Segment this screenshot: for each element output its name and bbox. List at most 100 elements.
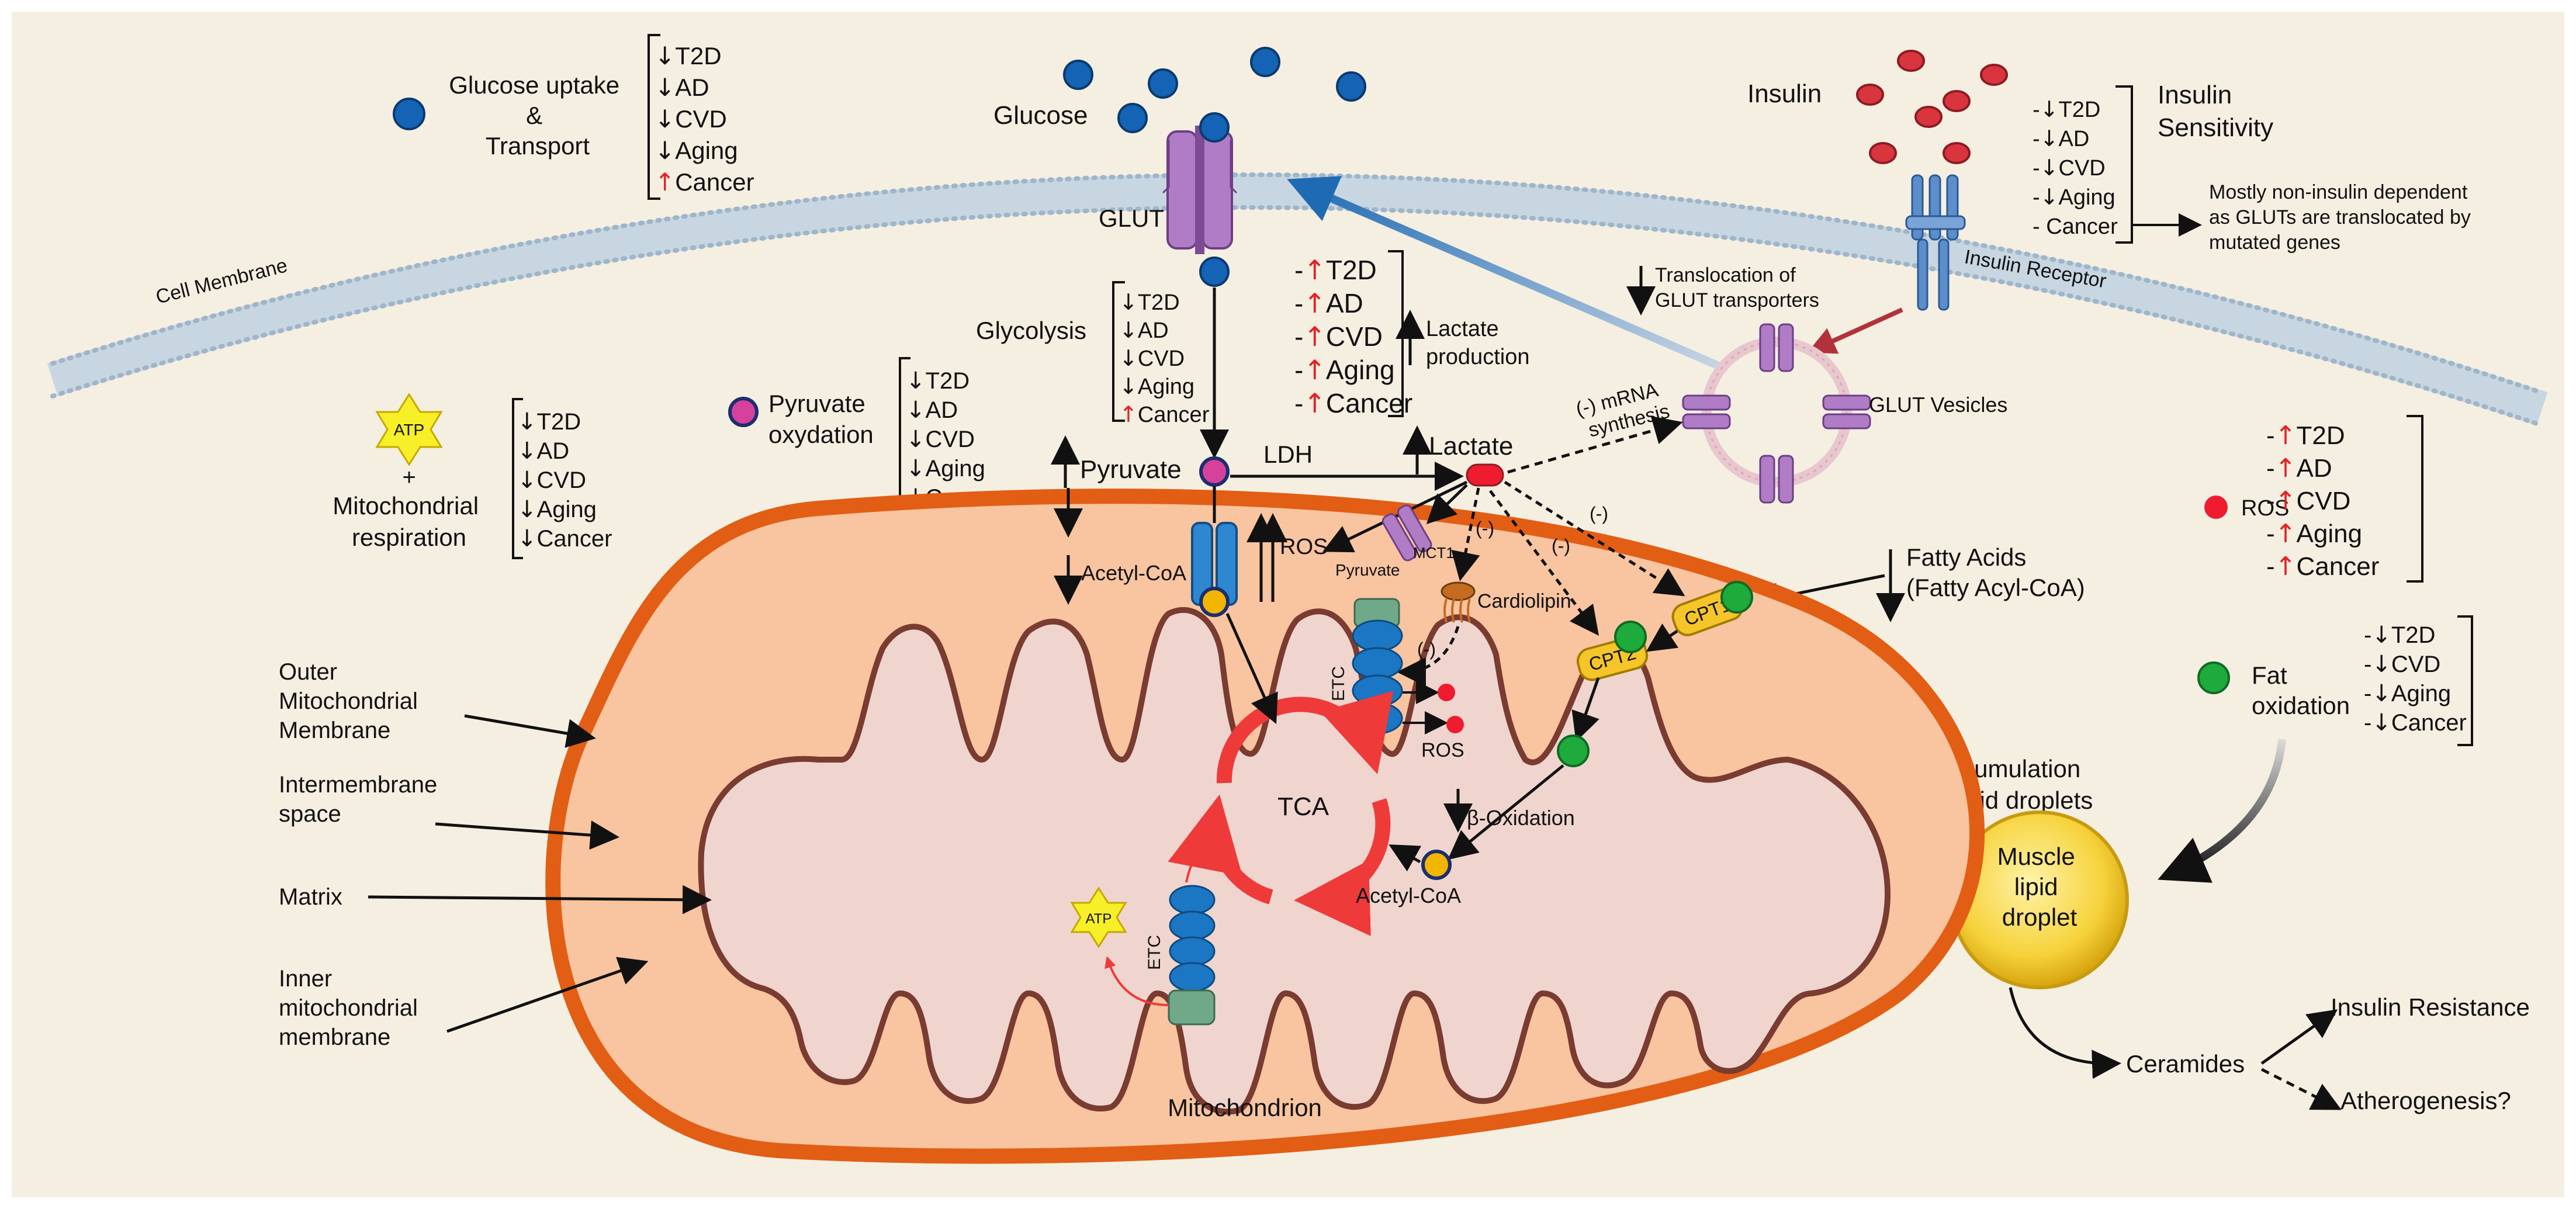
condition-label: AD <box>1326 288 1363 318</box>
lactate-to-cpt1-arrow <box>1504 480 1685 597</box>
cardiolipin-label: Cardiolipin <box>1477 590 1571 612</box>
condition-item: -↑Cancer <box>1294 387 1412 419</box>
condition-item: -↑CVD <box>1294 321 1383 352</box>
down-arrow-icon: ↓ <box>517 525 537 552</box>
inner-membrane-pointer <box>446 957 649 1033</box>
condition-item: -↓CVD <box>2364 651 2440 678</box>
lactate-production-label: Lactate production <box>1426 317 1529 369</box>
condition-label: Aging <box>675 137 738 164</box>
condition-label: T2D <box>537 409 581 435</box>
condition-item: ↓AD <box>517 438 569 465</box>
lactate-to-cardiolipin-arrow <box>1451 487 1480 581</box>
condition-label: Cancer <box>2391 710 2467 736</box>
condition-item: ↓CVD <box>517 467 586 494</box>
condition-label: AD <box>2059 127 2090 151</box>
mct1-transporter-icon <box>1382 504 1432 562</box>
down-arrow-icon: ↓ <box>1119 345 1138 371</box>
condition-item: ↓T2D <box>655 41 722 70</box>
acetyl-coa-2-icon <box>1421 850 1452 880</box>
fat-oxidation-label: Fat oxidation <box>2252 661 2350 719</box>
insulin-sensitivity-bracket-icon <box>2115 85 2133 244</box>
ros-icon <box>2204 496 2228 519</box>
down-arrow-icon: ↓ <box>1119 317 1138 343</box>
ros-list: -↑T2D-↑AD-↑CVD-↑Aging-↑Cancer <box>2266 421 2379 581</box>
atp-label: ATP <box>394 421 424 439</box>
down-arrow-icon: ↓ <box>1119 289 1138 315</box>
atp-center-label: ATP <box>1086 911 1112 927</box>
condition-label: Cancer <box>2297 552 2380 581</box>
condition-label: CVD <box>1326 321 1383 352</box>
down-arrow-icon: ↓ <box>655 73 675 102</box>
down-arrow-icon: ↓ <box>906 426 926 453</box>
condition-label: Cancer <box>1138 403 1210 427</box>
condition-label: Aging <box>1326 355 1395 385</box>
glucose-uptake-list: ↓T2D↓AD↓CVD↓Aging↑Cancer <box>655 41 754 196</box>
glucose-molecules <box>1063 47 1366 133</box>
insulin-resistance-arrow <box>2260 1009 2338 1065</box>
condition-label: Cancer <box>675 168 754 196</box>
fat-oxidation-bracket-icon <box>2457 615 2473 746</box>
insulin-sensitivity-title: Insulin Sensitivity <box>2158 81 2273 142</box>
condition-label: Aging <box>926 456 985 481</box>
mitochondrion-label: Mitochondrion <box>1168 1094 1322 1121</box>
down-arrow-icon: ↓ <box>517 467 537 494</box>
fatty-acid-dot-icon <box>1720 581 1753 614</box>
condition-label: CVD <box>1138 347 1185 371</box>
pyruvate-label: Pyruvate <box>1080 455 1182 484</box>
condition-item: -↓Cancer <box>2364 709 2467 736</box>
fat-icon <box>2197 661 2230 694</box>
acetyl-coa-to-tca-arrow <box>1225 612 1278 725</box>
mitochondrial-respiration-list: ↓T2D↓AD↓CVD↓Aging↓Cancer <box>517 408 612 552</box>
up-arrow-icon: ↑ <box>1303 387 1326 419</box>
acetyl-to-tca-arrow <box>1389 844 1422 872</box>
ros-label: ROS <box>2241 496 2289 521</box>
insulin-note: Mostly non-insulin dependent as GLUTs ar… <box>2209 181 2476 254</box>
up-arrow-icon: ↑ <box>2275 486 2297 516</box>
condition-label: Cancer <box>537 526 612 552</box>
pyruvate-oxidation-label: Pyruvate oxydation <box>768 390 874 448</box>
atherogenesis-label: Atherogenesis? <box>2340 1087 2511 1114</box>
fatty-acid-dot-icon <box>1614 621 1647 653</box>
glut-transporter-icon <box>1162 126 1238 254</box>
condition-label: T2D <box>2391 622 2436 648</box>
acetyl-coa-icon <box>1199 587 1230 617</box>
glucose-molecule-icon <box>1336 71 1366 102</box>
condition-item: ↓CVD <box>1119 345 1185 371</box>
atp-plus: + <box>402 465 416 490</box>
condition-label: Cancer <box>2046 214 2118 239</box>
ceramides-label: Ceramides <box>2126 1050 2245 1078</box>
condition-item: -↑AD <box>1294 287 1363 319</box>
tca-label: TCA <box>1277 792 1329 821</box>
condition-item: ↓Aging <box>1119 373 1194 399</box>
condition-item: ↓T2D <box>1119 289 1180 315</box>
respiration-bracket-icon <box>512 398 523 559</box>
condition-label: AD <box>926 397 958 423</box>
insulin-label: Insulin <box>1747 79 1822 108</box>
glucose-in-glut-icon <box>1199 112 1230 143</box>
condition-item: -↑T2D <box>2266 421 2345 451</box>
glucose-molecule-icon <box>1063 60 1093 90</box>
insulin-resistance-label: Insulin Resistance <box>2331 993 2530 1021</box>
condition-item: ↓AD <box>1119 317 1169 343</box>
condition-label: Aging <box>537 497 597 522</box>
glucose-label: Glucose <box>993 101 1088 130</box>
down-arrow-icon: ↓ <box>2371 622 2391 649</box>
glycolysis-list: ↓T2D↓AD↓CVD↓Aging↑Cancer <box>1119 289 1210 427</box>
cardiolipin-icon <box>1441 581 1476 623</box>
condition-label: T2D <box>2297 421 2345 450</box>
condition-item: -↑CVD <box>2266 486 2350 516</box>
glut-translocation-arrow <box>1287 176 1726 372</box>
neg-label-3: (-) <box>1552 535 1570 556</box>
condition-label: Cancer <box>1326 388 1412 418</box>
cardiolipin-to-etc-arrow <box>1397 626 1460 687</box>
lactate-to-mct1-arrow <box>1426 484 1468 524</box>
down-arrow-icon: ↓ <box>2040 155 2059 181</box>
fatty-acids-label: Fatty Acids (Fatty Acyl-CoA) <box>1906 543 2085 601</box>
condition-label: T2D <box>2059 98 2101 122</box>
condition-item: -↓Aging <box>2364 680 2451 707</box>
condition-label: CVD <box>926 427 975 452</box>
intermembrane-label: Intermembrane space <box>279 772 444 827</box>
inner-membrane-label: Inner mitochondrial membrane <box>279 966 424 1050</box>
condition-label: T2D <box>1326 255 1377 285</box>
up-arrow-icon: ↑ <box>1303 321 1326 352</box>
